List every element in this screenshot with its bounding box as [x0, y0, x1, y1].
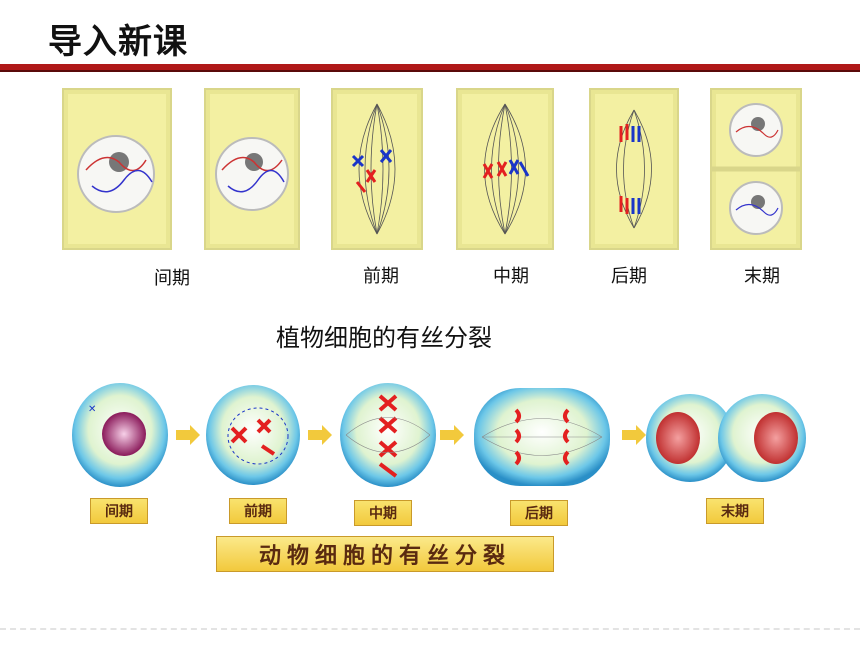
animal-label-telophase: 末期 — [706, 498, 764, 524]
plant-label-interphase: 间期 — [154, 268, 190, 289]
plant-cell-interphase-2 — [204, 88, 300, 250]
plant-label-prophase: 前期 — [363, 266, 399, 287]
animal-label-metaphase: 中期 — [354, 500, 412, 526]
arrow-icon — [308, 425, 332, 445]
plant-label-metaphase: 中期 — [493, 266, 529, 287]
plant-cell-telophase — [710, 88, 802, 250]
plant-caption: 植物细胞的有丝分裂 — [276, 324, 492, 352]
animal-label-anaphase: 后期 — [510, 500, 568, 526]
animal-cell-prophase — [206, 385, 300, 485]
animal-cell-interphase: ✕ — [72, 383, 168, 487]
plant-label-telophase: 末期 — [744, 266, 780, 287]
arrow-icon — [440, 425, 464, 445]
plant-label-anaphase: 后期 — [611, 266, 647, 287]
animal-cell-figure: ✕ — [0, 370, 860, 590]
animal-cell-metaphase — [340, 383, 436, 487]
title-divider — [0, 64, 860, 72]
plant-cell-prophase — [331, 88, 423, 250]
plant-cell-metaphase — [456, 88, 554, 250]
animal-cell-telophase — [646, 394, 806, 482]
animal-label-interphase: 间期 — [90, 498, 148, 524]
svg-text:✕: ✕ — [88, 404, 96, 415]
plant-cell-anaphase — [589, 88, 679, 250]
animal-cell-anaphase — [474, 388, 610, 486]
arrow-icon — [176, 425, 200, 445]
animal-label-prophase: 前期 — [229, 498, 287, 524]
plant-cell-interphase-1 — [62, 88, 172, 250]
animal-caption: 动物细胞的有丝分裂 — [216, 536, 554, 572]
arrow-icon — [622, 425, 646, 445]
slide-title: 导入新课 — [48, 22, 188, 62]
bottom-divider — [0, 628, 860, 630]
